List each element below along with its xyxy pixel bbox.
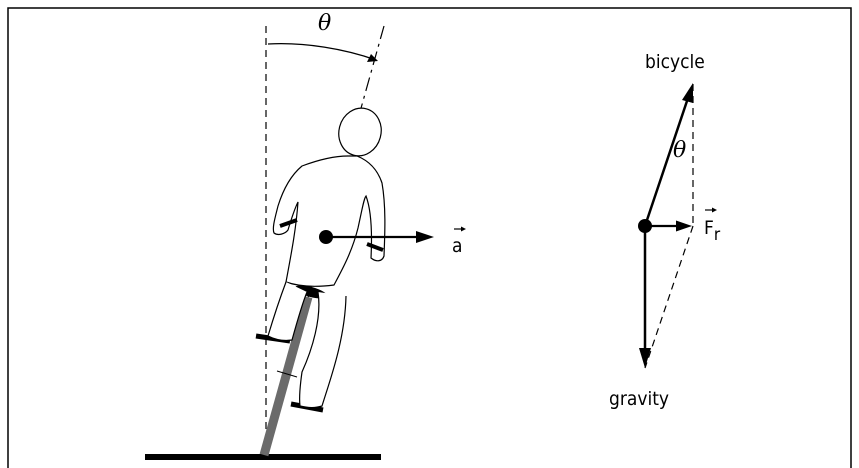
rider-right-cuff: [366, 242, 384, 252]
friction-subscript: r: [714, 225, 721, 245]
rider-right-leg: [299, 291, 347, 409]
angle-arc: [267, 43, 377, 61]
bicycle-force-label: bicycle: [645, 51, 705, 73]
bicycle-frame-mark: [276, 370, 298, 378]
angle-arrowhead: [367, 54, 378, 62]
force-dashed-diagonal: [644, 225, 694, 369]
acceleration-label: a: [452, 235, 462, 257]
rider-left-leg: [267, 281, 308, 341]
bicycle-frame: [259, 295, 313, 457]
friction-force-arrowhead: [676, 220, 692, 232]
acceleration-arrowhead: [416, 231, 434, 243]
bicycle-force-arrow: [643, 97, 690, 227]
friction-vector-bar-head: [712, 207, 717, 213]
force-angle-theta-label: θ: [673, 138, 686, 163]
friction-force-label: Fr: [704, 217, 721, 245]
gravity-force-arrowhead: [639, 348, 651, 368]
center-of-mass-dot: [319, 230, 333, 244]
figure-frame: [7, 7, 852, 468]
angle-theta-label: θ: [318, 11, 331, 36]
rider-left-cuff: [279, 218, 298, 228]
bicycle-force-arrowhead: [682, 83, 693, 103]
acceleration-vector-bar-head: [461, 226, 466, 232]
force-origin-dot: [638, 219, 652, 233]
gravity-force-label: gravity: [609, 388, 669, 410]
rider-torso: [272, 155, 386, 287]
rider-head: [338, 107, 382, 157]
